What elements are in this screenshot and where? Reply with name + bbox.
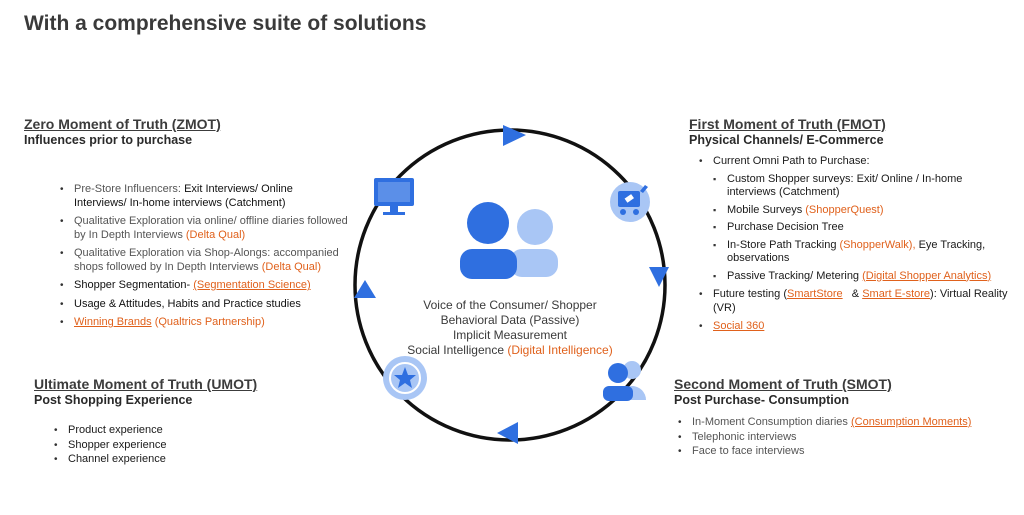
social-360-link[interactable]: Social 360 [713, 320, 765, 332]
umot-subtitle: Post Shopping Experience [34, 393, 193, 407]
arrow-top [503, 125, 526, 146]
arrow-left [354, 280, 376, 298]
list-item: Purchase Decision Tree [711, 221, 1012, 235]
list-item: Social 360 [697, 320, 1012, 334]
list-item: Current Omni Path to Purchase: Custom Sh… [697, 155, 1012, 283]
list-item: Channel experience [52, 453, 292, 467]
digital-intelligence-label: (Digital Intelligence) [507, 343, 613, 357]
people-group-icon [603, 361, 646, 401]
list-item: In-Store Path Tracking (ShopperWalk), Ey… [711, 239, 1012, 266]
umot-header: Ultimate Moment of Truth (UMOT) Post Sho… [34, 376, 334, 407]
smot-subtitle: Post Purchase- Consumption [674, 393, 850, 407]
smart-estore-link[interactable]: Smart E-store [862, 288, 931, 300]
list-item: Face to face interviews [676, 445, 1016, 459]
fmot-header: First Moment of Truth (FMOT) Physical Ch… [689, 116, 1009, 147]
list-item: Shopper experience [52, 439, 292, 453]
center-line-3: Implicit Measurement [452, 328, 568, 342]
smot-title: Second Moment of Truth (SMOT) [674, 376, 892, 392]
zmot-subtitle: Influences prior to purchase [24, 133, 193, 147]
zmot-title: Zero Moment of Truth (ZMOT) [24, 116, 221, 132]
center-line-4: Social Intelligence (Digital Intelligenc… [407, 343, 613, 357]
fmot-subtitle: Physical Channels/ E-Commerce [689, 133, 884, 147]
star-badge-icon [383, 356, 427, 400]
digital-shopper-analytics-link[interactable]: (Digital Shopper Analytics) [862, 269, 992, 282]
list-item: Future testing (SmartStore & Smart E-sto… [697, 288, 1012, 315]
center-text: Voice of the Consumer/ Shopper Behaviora… [405, 298, 615, 358]
users-icon [460, 202, 558, 279]
fmot-title: First Moment of Truth (FMOT) [689, 116, 886, 132]
zmot-list: Pre-Store Influencers: Exit Interviews/ … [58, 183, 348, 335]
list-item: Telephonic interviews [676, 431, 1016, 445]
monitor-icon [374, 178, 414, 215]
cart-icon [610, 182, 650, 222]
smot-list: In-Moment Consumption diaries (Consumpti… [676, 416, 1016, 460]
arrow-right [649, 267, 669, 287]
list-item: Qualitative Exploration via Shop-Alongs:… [58, 247, 348, 274]
consumption-moments-link[interactable]: (Consumption Moments) [850, 416, 972, 428]
smartstore-link[interactable]: SmartStore [786, 288, 843, 300]
zmot-header: Zero Moment of Truth (ZMOT) Influences p… [24, 116, 344, 147]
list-item: Product experience [52, 424, 292, 438]
smot-header: Second Moment of Truth (SMOT) Post Purch… [674, 376, 1004, 407]
list-item: Passive Tracking/ Metering (Digital Shop… [711, 270, 1012, 284]
list-item: Pre-Store Influencers: Exit Interviews/ … [58, 183, 348, 210]
segmentation-science-link[interactable]: (Segmentation Science) [193, 279, 311, 291]
list-item: Winning Brands (Qualtrics Partnership) [58, 316, 348, 330]
page-title: With a comprehensive suite of solutions [24, 12, 427, 35]
list-item: Shopper Segmentation- (Segmentation Scie… [58, 279, 348, 293]
center-line-1: Voice of the Consumer/ Shopper [423, 298, 597, 312]
list-item: Qualitative Exploration via online/ offl… [58, 215, 348, 242]
list-item: Mobile Surveys (ShopperQuest) [711, 204, 1012, 218]
fmot-list: Current Omni Path to Purchase: Custom Sh… [697, 155, 1012, 339]
center-line-2: Behavioral Data (Passive) [440, 313, 580, 327]
cycle-diagram [353, 125, 669, 444]
winning-brands-link[interactable]: Winning Brands [74, 316, 152, 328]
list-item: In-Moment Consumption diaries (Consumpti… [676, 416, 1016, 430]
list-item: Usage & Attitudes, Habits and Practice s… [58, 298, 348, 312]
arrow-bottom [497, 422, 518, 444]
list-item: Custom Shopper surveys: Exit/ Online / I… [711, 173, 1012, 200]
umot-title: Ultimate Moment of Truth (UMOT) [34, 376, 258, 392]
umot-list: Product experience Shopper experience Ch… [52, 424, 292, 468]
